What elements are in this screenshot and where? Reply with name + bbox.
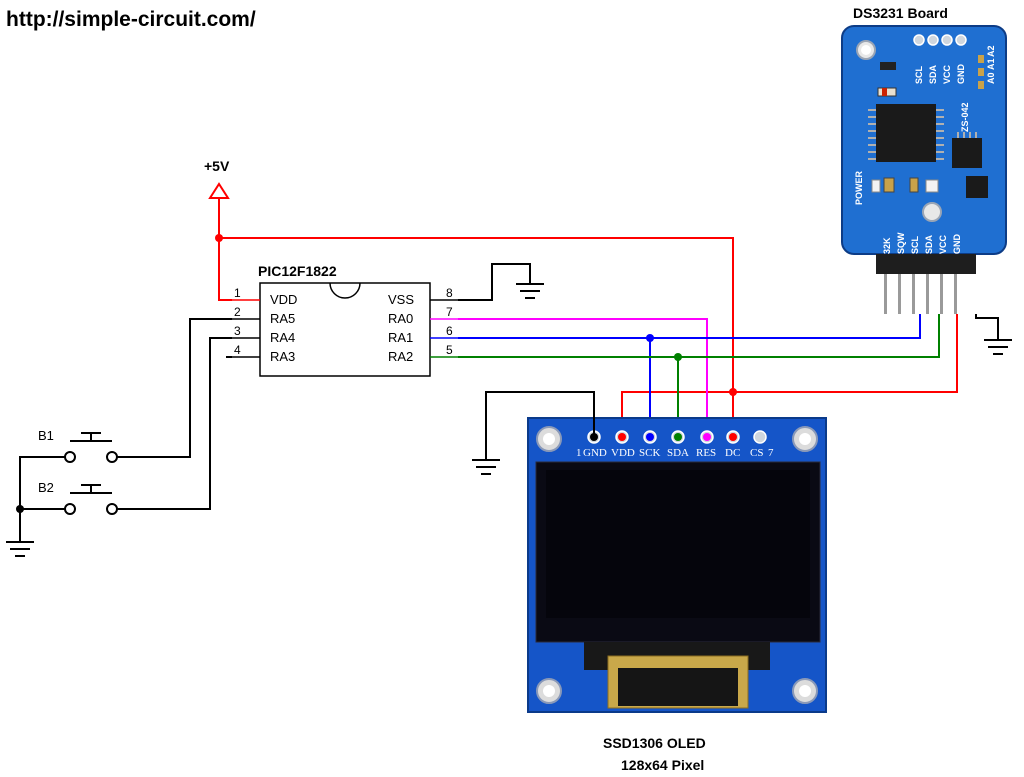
mcu-pin-name: VSS (388, 292, 414, 307)
oled-pin-label: SDA (667, 447, 689, 459)
mounting-hole (922, 202, 942, 222)
mcu-pin-number: 1 (234, 286, 241, 300)
oled-gnd-wire (472, 391, 595, 475)
vdd-wire (218, 198, 958, 441)
oled-pin-label: DC (725, 447, 740, 459)
mcu-pin-number: 3 (234, 324, 241, 338)
pin-dot (674, 433, 682, 441)
eeprom-chip (952, 138, 982, 168)
rtc-bottom-pin-label: 32K (882, 237, 892, 254)
pin-dot (646, 433, 654, 441)
rtc-chip-label: ZS-042 (960, 102, 970, 132)
pin-dot (729, 433, 737, 441)
supply-arrow-icon (208, 182, 230, 199)
mcu-pin-name: RA1 (388, 330, 413, 345)
oled-pin-last: 7 (768, 447, 774, 459)
rtc-top-pin-label: GND (956, 64, 966, 85)
rtc-power-label: POWER (854, 170, 864, 205)
oled-title: SSD1306 OLED (603, 735, 706, 751)
junction-dot (729, 388, 737, 396)
junction-dot (674, 353, 682, 361)
mcu-pin-name: RA3 (270, 349, 295, 364)
rtc-top-pin-label: SCL (914, 65, 924, 84)
oled-pin-label: CS (750, 447, 763, 459)
rtc-gnd-wire (975, 314, 1012, 355)
mcu-pin-name: RA0 (388, 311, 413, 326)
mcu-pin-number: 6 (446, 324, 453, 338)
rtc-bottom-header (876, 254, 976, 314)
supply-label: +5V (204, 158, 230, 174)
junction-dot (215, 234, 223, 242)
mcu-pin-number: 4 (234, 343, 241, 357)
oled-pin-first: 1 (576, 447, 582, 459)
rtc-top-header (913, 34, 967, 46)
rtc-bottom-pin-label: GND (952, 234, 962, 255)
oled-pin-label: SCK (639, 447, 660, 459)
rtc-addr-label: A2 (986, 45, 996, 57)
mcu-pin-number: 7 (446, 305, 453, 319)
source-url: http://simple-circuit.com/ (6, 8, 256, 31)
oled-module (527, 417, 827, 713)
rtc-title: DS3231 Board (853, 5, 948, 21)
vss-wire (458, 263, 544, 301)
ds3231-chip (868, 104, 944, 162)
oled-pin-label: VDD (611, 447, 635, 459)
junction-dot (646, 334, 654, 342)
rtc-top-pin-label: VCC (942, 64, 952, 84)
mcu-pin-name: RA4 (270, 330, 295, 345)
rtc-bottom-pin-label: SQW (896, 232, 906, 254)
button-label: B1 (38, 428, 54, 443)
rtc-bottom-pin-label: SDA (924, 234, 934, 254)
oled-pin-label: RES (696, 447, 716, 459)
mcu-name: PIC12F1822 (258, 263, 337, 279)
mcu-pin-name: RA5 (270, 311, 295, 326)
mcu-pin-name: RA2 (388, 349, 413, 364)
mcu-pin-name: VDD (270, 292, 297, 307)
ds3231-board: SCL SDA VCC GND A0 A1 A2 (841, 25, 1007, 255)
pin-dot (590, 433, 598, 441)
mcu-pin-number: 5 (446, 343, 453, 357)
button-b1[interactable] (64, 432, 118, 463)
oled-pin-label: GND (583, 447, 607, 459)
rtc-bottom-pin-label: VCC (938, 234, 948, 254)
rtc-top-pin-label: SDA (928, 64, 938, 84)
mcu-pin-number: 2 (234, 305, 241, 319)
ra0-wire (458, 318, 708, 441)
rtc-bottom-pin-label: SCL (910, 235, 920, 254)
junction-dot (16, 505, 24, 513)
button-b2[interactable] (64, 484, 118, 515)
mcu-pin-number: 8 (446, 286, 453, 300)
pin-dot (618, 433, 626, 441)
pin-dot (703, 433, 711, 441)
oled-subtitle: 128x64 Pixel (621, 757, 704, 773)
rtc-addr-label: A0 (986, 72, 996, 84)
pic12f1822-chip (259, 282, 431, 377)
button-label: B2 (38, 480, 54, 495)
button-wires (6, 318, 232, 557)
rtc-addr-label: A1 (986, 58, 996, 70)
